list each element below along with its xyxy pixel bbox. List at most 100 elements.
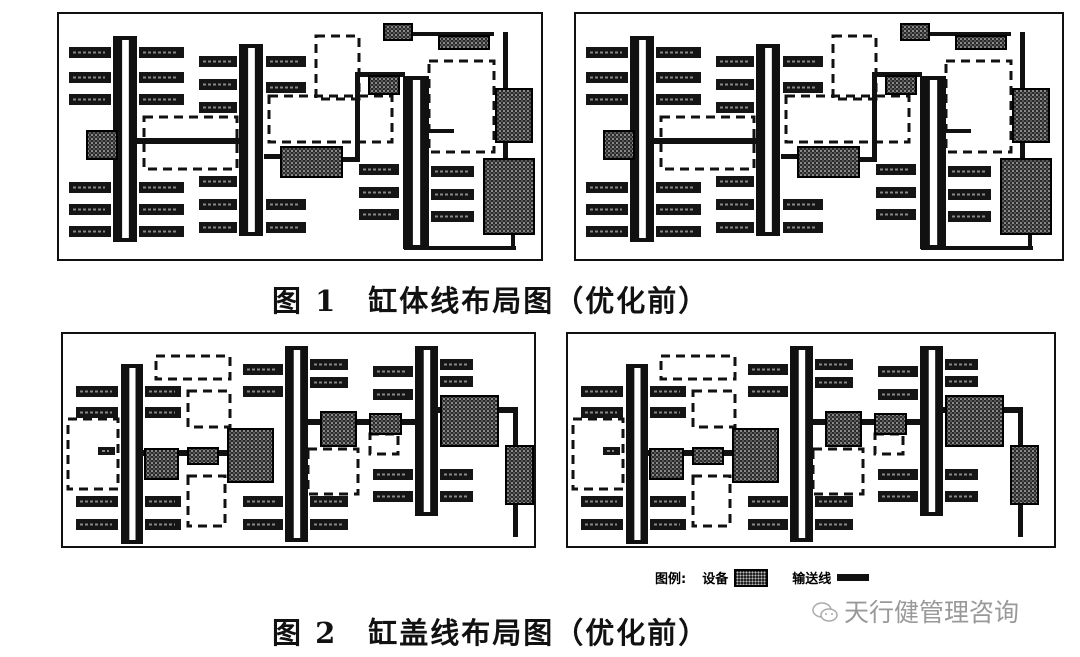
production-line-inner	[412, 80, 421, 245]
legend-conveyor-swatch	[837, 574, 870, 581]
station-box	[650, 519, 686, 530]
production-line-inner	[639, 40, 646, 238]
station-box	[145, 386, 181, 397]
conveyor	[872, 74, 877, 162]
station-box	[98, 447, 115, 455]
conveyor	[264, 154, 284, 159]
station-box	[656, 182, 701, 193]
device	[692, 447, 724, 465]
conveyor	[399, 32, 494, 36]
legend: 图例: 设备 输送线	[655, 568, 870, 587]
fig2-layout-before-right	[566, 332, 1056, 548]
station-box	[656, 72, 701, 83]
reserved-area	[873, 432, 905, 456]
production-line-inner	[129, 368, 136, 540]
station-box	[145, 407, 181, 418]
device	[369, 413, 402, 435]
conveyor	[654, 138, 758, 144]
device	[227, 428, 274, 483]
station-box	[650, 386, 686, 397]
station-box	[145, 519, 181, 530]
conveyor	[503, 32, 508, 92]
conveyor	[137, 138, 241, 144]
device	[505, 445, 534, 505]
production-line-inner	[798, 350, 806, 538]
device	[900, 23, 930, 41]
device	[144, 448, 179, 480]
device	[1010, 445, 1039, 505]
device	[483, 158, 535, 235]
reserved-area	[186, 389, 232, 429]
device	[945, 395, 1004, 447]
station-box	[656, 47, 701, 58]
fig2-layout-before-left	[61, 332, 536, 548]
device	[495, 88, 533, 143]
reserved-area	[659, 354, 737, 381]
conveyor	[308, 419, 423, 425]
production-line-inner	[423, 350, 431, 512]
device	[955, 35, 1007, 50]
wechat-icon	[812, 600, 838, 622]
device	[1000, 158, 1052, 235]
conveyor	[781, 154, 801, 159]
reserved-area	[267, 94, 394, 144]
figure-2-caption: 图 2 缸盖线布局图（优化前）	[272, 616, 710, 650]
conveyor	[859, 157, 876, 162]
station-box	[656, 226, 701, 237]
conveyor	[355, 74, 360, 162]
device	[440, 395, 499, 447]
legend-device-label: 设备	[702, 572, 729, 587]
device	[797, 146, 860, 178]
station-box	[139, 226, 184, 237]
legend-conveyor-label: 输送线	[792, 572, 832, 587]
watermark: 天行健管理咨询	[812, 593, 1019, 629]
reserved-area	[154, 354, 232, 381]
production-line-inner	[929, 80, 938, 245]
production-line-inner	[765, 48, 772, 232]
conveyor	[813, 419, 928, 425]
fig1-layout-before-right	[574, 12, 1064, 261]
reserved-area	[427, 59, 496, 154]
production-line-inner	[293, 350, 301, 538]
reserved-area	[831, 34, 878, 101]
station-box	[139, 72, 184, 83]
device	[187, 447, 219, 465]
station-box	[145, 496, 181, 507]
conveyor	[342, 157, 359, 162]
watermark-text: 天行健管理咨询	[844, 598, 1020, 627]
figure-1-caption: 图 1 缸体线布局图（优化前）	[272, 284, 710, 318]
conveyor	[921, 246, 1033, 250]
conveyor	[946, 129, 971, 133]
device	[1012, 88, 1050, 143]
device	[885, 75, 917, 95]
reserved-area	[691, 474, 732, 528]
device	[438, 35, 490, 50]
station-box	[603, 447, 620, 455]
device	[320, 411, 357, 447]
device	[603, 130, 635, 160]
reserved-area	[306, 447, 360, 496]
device	[280, 146, 343, 178]
conveyor	[1020, 32, 1025, 92]
conveyor	[503, 142, 508, 162]
station-box	[139, 182, 184, 193]
device	[383, 23, 413, 41]
conveyor	[429, 129, 454, 133]
device	[368, 75, 400, 95]
reserved-area	[368, 432, 400, 456]
device	[732, 428, 779, 483]
conveyor	[511, 224, 515, 249]
station-box	[139, 47, 184, 58]
legend-title: 图例:	[655, 572, 687, 587]
station-box	[650, 407, 686, 418]
conveyor	[872, 72, 922, 77]
station-box	[656, 94, 701, 105]
production-line-inner	[122, 40, 129, 238]
station-box	[139, 204, 184, 215]
conveyor	[1020, 142, 1025, 162]
device	[649, 448, 684, 480]
device	[874, 413, 907, 435]
reserved-area	[186, 474, 227, 528]
device	[86, 130, 118, 160]
reserved-area	[691, 389, 737, 429]
